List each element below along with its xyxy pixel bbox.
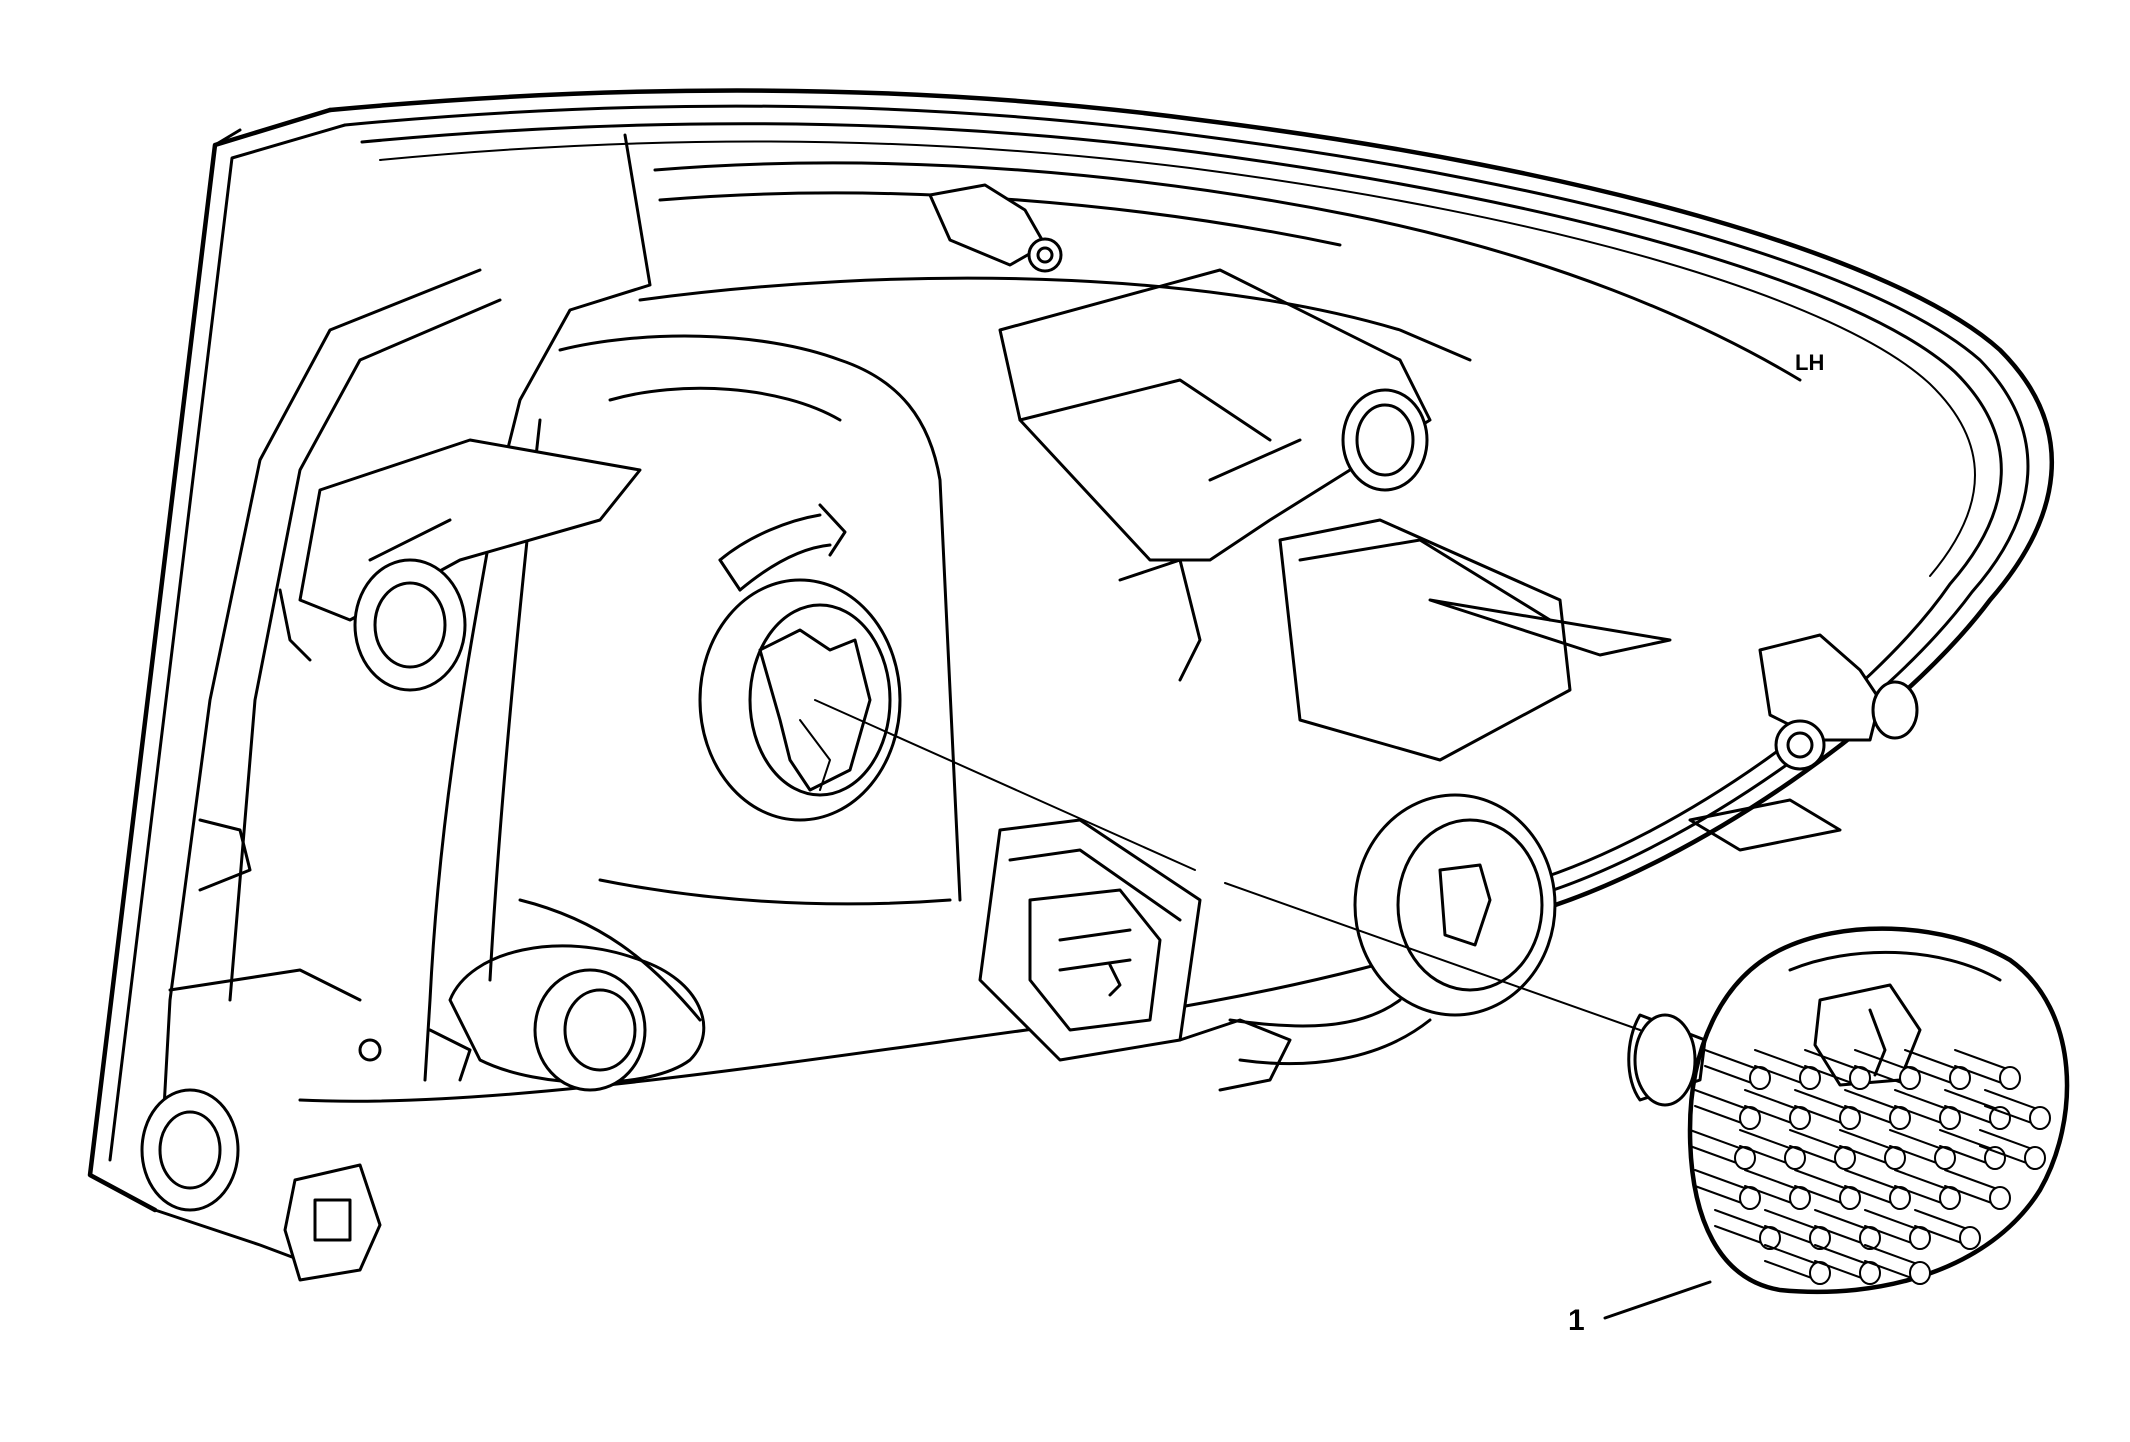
terminal-pin-body [1979,1129,2036,1151]
terminal-pin-body [1894,1169,1951,1191]
terminal-pin-body [1764,1209,1821,1231]
led-bulb-module [1627,926,2070,1295]
terminal-pin-body [1754,1049,1811,1071]
terminal-pin-body [1744,1169,1801,1191]
terminal-pin-body [1844,1089,1901,1111]
terminal-pin-body [1694,1169,1751,1191]
terminal-pin-body [1954,1049,2011,1071]
terminal-pin-body [1739,1129,1796,1151]
led-terminal-pins [1689,1049,2051,1285]
callout-1: 1 [1568,1280,1712,1337]
lower-oval-feature [448,944,706,1092]
rear-socket-opening [698,578,902,822]
terminal-pin-body [1939,1129,1996,1151]
side-marker-bulb [1688,633,1919,852]
terminal-pin-body [1864,1209,1921,1231]
terminal-pin-body [1714,1209,1771,1231]
left-mounting-bracket [140,268,642,1282]
terminal-pin-tip [2024,1146,2046,1170]
side-marking-label: LH [1795,350,1824,375]
terminal-pin-body [1744,1089,1801,1111]
rotation-arrow-icon [718,503,847,592]
lower-right-socket [1353,793,1557,1017]
terminal-pin-body [1984,1089,2041,1111]
terminal-pin-body [1914,1209,1971,1231]
terminal-pin-body [1864,1244,1921,1266]
installation-axis-line [814,699,1196,871]
terminal-pin-tip [1999,1066,2021,1090]
terminal-pin-body [1894,1089,1951,1111]
terminal-pin-body [1694,1089,1751,1111]
terminal-pin-body [1704,1049,1761,1071]
terminal-pin-tip [2029,1106,2051,1130]
terminal-pin-body [1814,1209,1871,1231]
terminal-pin-body [1764,1244,1821,1266]
terminal-pin-tip [1989,1186,2011,1210]
terminal-pin-tip [1989,1106,2011,1130]
terminal-pin-body [1804,1049,1861,1071]
terminal-pin-body [1944,1089,2001,1111]
terminal-pin-body [1844,1169,1901,1191]
terminal-pin-body [1904,1049,1961,1071]
terminal-pin-tip [1959,1226,1981,1250]
terminal-pin-tip [1984,1146,2006,1170]
upper-mounting-stud [928,183,1063,273]
terminal-pin-body [1854,1049,1911,1071]
terminal-pin-body [1839,1129,1896,1151]
terminal-pin-body [1814,1244,1871,1266]
wiring-harness-connector [978,818,1432,1092]
terminal-pin-body [1794,1089,1851,1111]
terminal-pin-body [1889,1129,1946,1151]
terminal-pin-body [1794,1169,1851,1191]
terminal-pin-body [1944,1169,2001,1191]
callout-number: 1 [1568,1304,1585,1337]
terminal-pin-body [1689,1129,1746,1151]
upper-reflector-assembly [998,268,1672,762]
terminal-pin-tip [1909,1261,1931,1285]
installation-axis-line-lower [1224,882,1641,1031]
terminal-pin-body [1789,1129,1846,1151]
